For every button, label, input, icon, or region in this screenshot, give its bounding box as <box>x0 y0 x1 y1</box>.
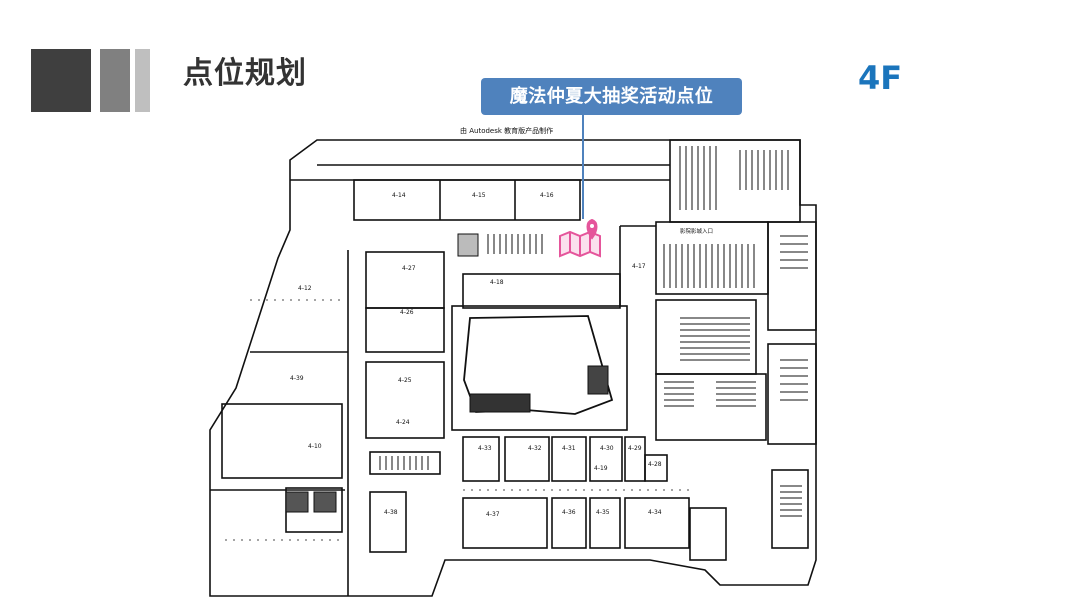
title-block-dark <box>31 49 91 112</box>
room-label-4-35: 4-35 <box>596 509 610 516</box>
room-label-4-38: 4-38 <box>384 509 398 516</box>
room-label-4-30: 4-30 <box>600 445 614 452</box>
room-label-4-26: 4-26 <box>400 309 414 316</box>
room-label-4-34: 4-34 <box>648 509 662 516</box>
top-stairs <box>487 234 543 254</box>
autodesk-watermark: 由 Autodesk 教育版产品制作 <box>460 126 553 135</box>
cinema-label: 影院影城入口 <box>680 227 713 235</box>
room-label-4-37: 4-37 <box>486 511 500 518</box>
event-location-callout: 魔法仲夏大抽奖活动点位 <box>481 78 742 115</box>
room-label-4-25: 4-25 <box>398 377 412 384</box>
callout-leader-line <box>582 115 584 219</box>
atrium-void <box>463 315 614 415</box>
room-label-4-14: 4-14 <box>392 192 406 199</box>
room-label-4-17: 4-17 <box>632 263 646 270</box>
room-label-4-12: 4-12 <box>298 285 312 292</box>
cinema-seating-bottom <box>664 381 756 407</box>
room-label-4-18: 4-18 <box>490 279 504 286</box>
room-label-4-32: 4-32 <box>528 445 542 452</box>
room-label-4-39: 4-39 <box>290 375 304 382</box>
room-label-4-33: 4-33 <box>478 445 492 452</box>
floor-label: 4F <box>858 59 903 97</box>
cinema-seating-top <box>679 146 789 210</box>
room-label-4-16: 4-16 <box>540 192 554 199</box>
title-block-light <box>135 49 150 112</box>
room-label-4-19: 4-19 <box>594 465 608 472</box>
room-label-4-29: 4-29 <box>628 445 642 452</box>
room-label-4-15: 4-15 <box>472 192 486 199</box>
page-title: 点位规划 <box>183 56 307 91</box>
room-label-4-24: 4-24 <box>396 419 410 426</box>
lower-stairs <box>379 456 429 470</box>
map-pin-icon[interactable] <box>559 218 601 258</box>
room-label-4-36: 4-36 <box>562 509 576 516</box>
room-label-4-28: 4-28 <box>648 461 662 468</box>
plan-outline <box>209 139 817 597</box>
title-block-mid <box>100 49 130 112</box>
cinema-seating-lower <box>680 317 750 361</box>
room-label-4-27: 4-27 <box>402 265 416 272</box>
room-label-4-10: 4-10 <box>308 443 322 450</box>
right-stairs <box>780 235 808 517</box>
room-label-4-31: 4-31 <box>562 445 576 452</box>
cinema-seating-mid <box>663 244 755 288</box>
